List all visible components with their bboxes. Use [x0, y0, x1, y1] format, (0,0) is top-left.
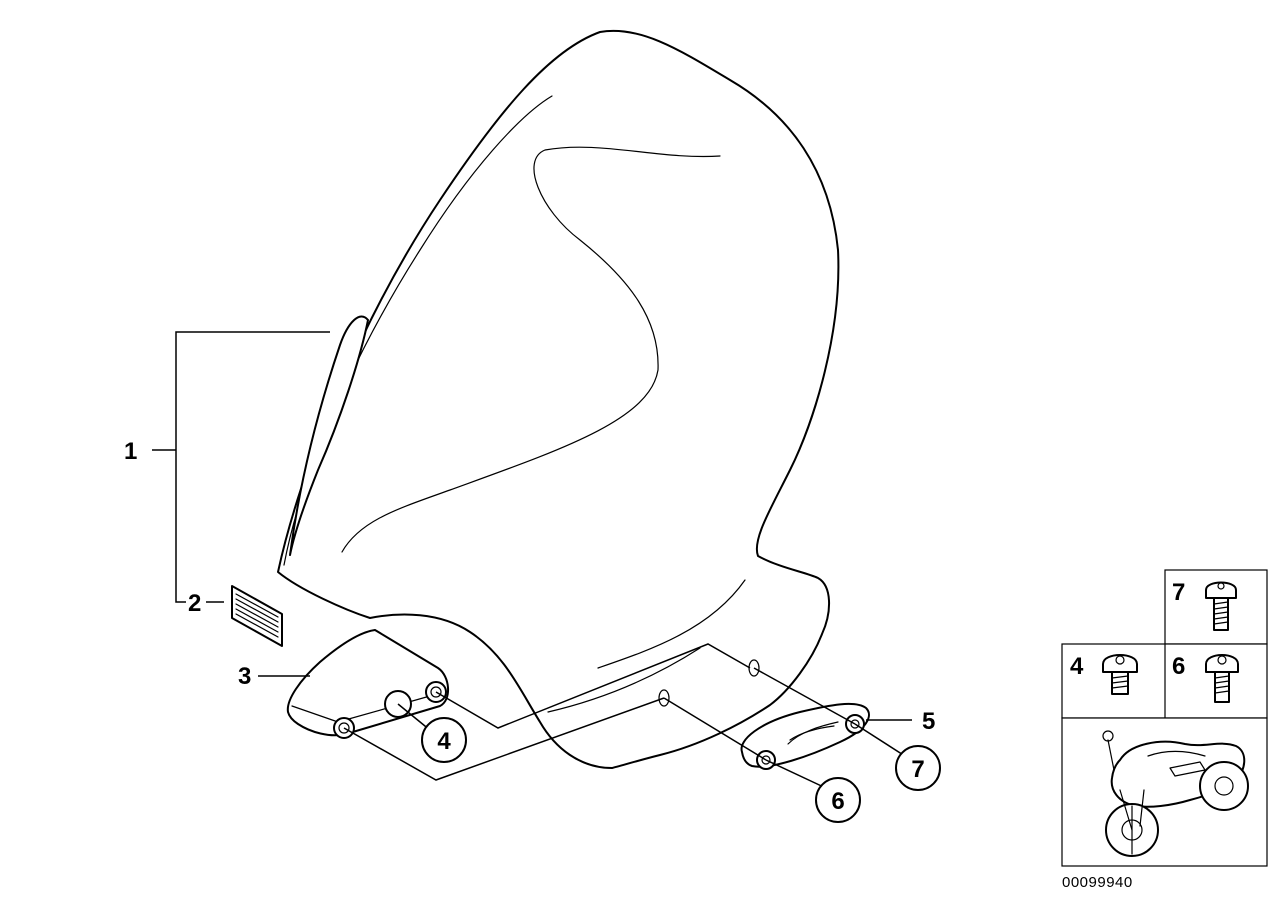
legend-label-6: 6: [1172, 653, 1185, 680]
callout-4: 4: [421, 717, 467, 763]
fastener-legend: 7 4 6: [1061, 569, 1268, 867]
reference-number: 00099940: [1062, 874, 1133, 891]
label-part-5: 5: [922, 708, 935, 735]
label-part-1: 1: [124, 438, 137, 465]
screw-6-icon: [1205, 654, 1239, 703]
callout-7: 7: [895, 745, 941, 791]
bracket-part-3: [286, 629, 449, 739]
legend-label-7: 7: [1172, 579, 1185, 606]
motorcycle-icon: [1102, 730, 1249, 857]
callout-4-label: 4: [437, 728, 451, 755]
label-part-3: 3: [238, 663, 251, 690]
screw-7-icon: [1205, 581, 1237, 631]
label-part-2: 2: [188, 590, 201, 617]
legend-label-4: 4: [1070, 653, 1084, 680]
screw-4-icon: [1102, 654, 1138, 695]
windshield: [277, 29, 840, 769]
callout-6-label: 6: [831, 788, 844, 815]
callout-6: 6: [815, 777, 861, 823]
plate-part-5: [740, 702, 870, 770]
assembly-lines: [343, 643, 856, 781]
callout-7-label: 7: [911, 756, 924, 783]
label-sticker-part-2: [231, 585, 283, 647]
